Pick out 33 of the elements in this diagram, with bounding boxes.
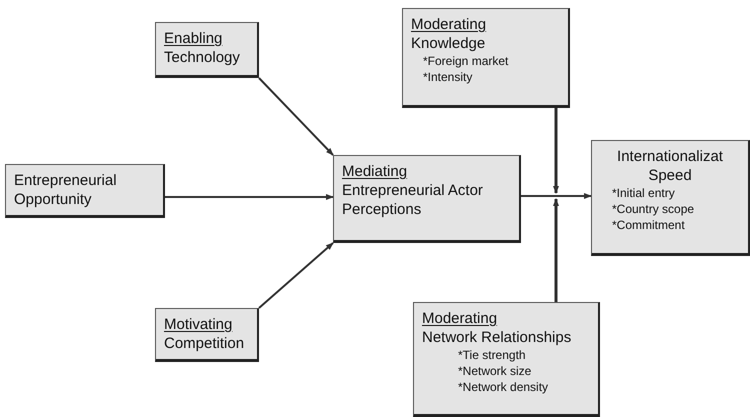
arrow [258,242,334,309]
node-heading: Moderating [422,309,498,328]
node-heading: Internationalizat Speed [616,147,724,185]
bullet-item: *Country scope [611,201,696,217]
concept-box [591,140,750,256]
bullet-item: *Foreign market [422,53,510,69]
bullet-item: *Network density [457,379,550,395]
node-heading: Enabling [164,29,224,48]
arrow [553,108,559,194]
concept-box [155,308,259,362]
node-text: Entrepreneurial Opportunity [14,171,118,209]
node-heading: Moderating [411,15,488,34]
bullet-item: *Network size [457,363,532,379]
node-text: Competition [164,334,246,353]
node-text: Knowledge [411,34,486,53]
concept-box [155,22,259,78]
concept-box [5,164,165,218]
node-heading: Motivating [164,315,234,334]
node-text: Entrepreneurial Actor Perceptions [342,181,484,219]
bullet-item: *Commitment [611,217,686,233]
node-heading: Mediating [342,162,408,181]
bullet-item: *Intensity [422,69,474,85]
arrow [553,198,559,302]
node-text: Network Relationships [422,328,572,347]
arrow [165,194,334,200]
arrow [258,77,334,156]
concept-box [413,302,600,417]
arrow [521,193,592,199]
concept-box [333,155,521,243]
node-text: Technology [164,48,241,67]
bullet-item: *Tie strength [457,347,527,363]
concept-box [402,8,570,108]
bullet-item: *Initial entry [611,185,676,201]
